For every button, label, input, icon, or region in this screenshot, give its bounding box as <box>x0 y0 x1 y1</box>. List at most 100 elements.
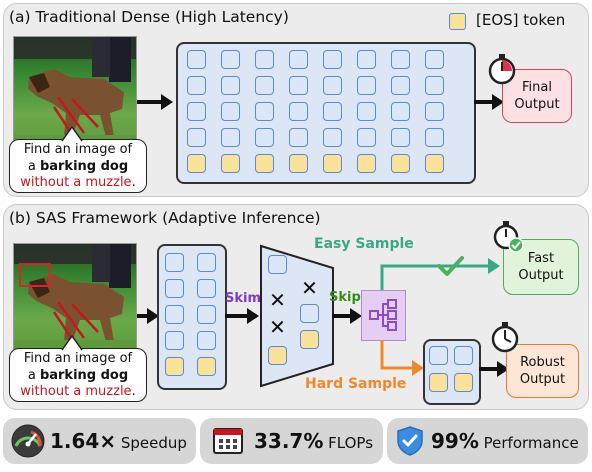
visual-token <box>197 253 216 272</box>
caption-line-1: Find an image of <box>23 142 133 157</box>
eos-token <box>187 154 206 173</box>
performance-value: 99% <box>431 429 479 453</box>
visual-token <box>197 305 216 324</box>
caption-bold-phrase: barking dog <box>39 367 129 383</box>
visual-token <box>289 76 308 95</box>
speedup-label: Speedup <box>116 434 187 452</box>
visual-token <box>425 76 444 95</box>
visual-token <box>197 279 216 298</box>
visual-token <box>255 76 274 95</box>
visual-token <box>454 346 473 365</box>
hard-path-arrow <box>380 340 424 376</box>
caption-period: . <box>131 384 136 399</box>
caption-bold-phrase: barking dog <box>39 158 129 174</box>
visual-token <box>187 50 206 69</box>
arrow-icon <box>137 308 159 324</box>
chip-icon <box>213 428 243 454</box>
visual-token <box>357 76 376 95</box>
visual-token <box>323 50 342 69</box>
visual-token <box>357 128 376 147</box>
hard-sample-label: Hard Sample <box>305 376 407 392</box>
speedup-stat: 1.64× Speedup <box>3 418 196 464</box>
caption-line-2-prefix: a <box>27 158 40 174</box>
eos-token <box>255 154 274 173</box>
stopwatch-icon <box>491 322 519 353</box>
caption-line-1: Find an image of <box>23 351 133 366</box>
visual-token <box>323 102 342 121</box>
caption-line-3: without a muzzle. <box>10 384 146 401</box>
final-output-label-1: Final <box>522 80 552 95</box>
pruned-token-x-icon: ✕ <box>301 276 318 300</box>
eos-token <box>268 346 287 365</box>
eos-token <box>197 357 216 376</box>
visual-token <box>197 331 216 350</box>
pruned-token-x-icon: ✕ <box>269 288 286 312</box>
eos-token <box>454 373 473 392</box>
speedometer-icon <box>11 424 45 458</box>
dog-photo <box>13 36 137 148</box>
skip-label: Skip <box>329 290 361 305</box>
visual-token <box>425 102 444 121</box>
arrow-icon <box>479 361 509 377</box>
visual-token <box>429 346 448 365</box>
pruned-token-x-icon: ✕ <box>269 315 286 339</box>
visual-token <box>187 76 206 95</box>
caption-tail <box>61 335 83 351</box>
caption-line-2: a barking dog <box>10 368 146 385</box>
fast-output-label-1: Fast <box>527 251 555 266</box>
query-caption: Find an image of a barking dog without a… <box>9 348 147 402</box>
performance-label: Performance <box>478 434 579 452</box>
visual-token <box>357 102 376 121</box>
flops-value: 33.7% <box>254 429 324 453</box>
router-icon <box>369 299 397 331</box>
eos-token <box>425 154 444 173</box>
visual-token <box>289 128 308 147</box>
visual-token <box>255 128 274 147</box>
visual-token <box>221 102 240 121</box>
visual-token <box>221 50 240 69</box>
fast-output-label-2: Output <box>518 268 564 283</box>
eos-token <box>289 154 308 173</box>
visual-token <box>391 50 410 69</box>
visual-token <box>300 304 319 323</box>
visual-token <box>425 128 444 147</box>
stopwatch-icon <box>493 221 524 253</box>
visual-token <box>391 102 410 121</box>
visual-token <box>165 331 184 350</box>
eos-token <box>391 154 410 173</box>
arrow-icon <box>225 308 259 324</box>
robust-output-label-2: Output <box>519 372 566 387</box>
visual-token <box>323 128 342 147</box>
arrow-icon <box>474 94 504 110</box>
visual-token <box>391 76 410 95</box>
visual-token <box>165 305 184 324</box>
eos-token <box>357 154 376 173</box>
visual-token <box>255 50 274 69</box>
speedup-value: 1.64× <box>50 429 117 453</box>
arrow-icon <box>332 308 362 324</box>
caption-line-2: a barking dog <box>10 159 146 176</box>
eos-token <box>221 154 240 173</box>
caption-tail <box>61 126 83 142</box>
easy-sample-label: Easy Sample <box>314 236 414 252</box>
skim-label: Skim <box>225 291 262 306</box>
flops-stat: 33.7% FLOPs <box>200 418 383 464</box>
caption-period: . <box>131 175 136 190</box>
flops-label: FLOPs <box>323 434 374 452</box>
visual-token <box>425 50 444 69</box>
panel-a-title: (a) Traditional Dense (High Latency) <box>9 8 289 26</box>
flops-text: 33.7% FLOPs <box>254 429 373 453</box>
shield-check-icon <box>397 426 423 456</box>
panel-b-title: (b) SAS Framework (Adaptive Inference) <box>9 209 321 227</box>
visual-token <box>165 279 184 298</box>
eos-token <box>429 373 448 392</box>
visual-token <box>289 102 308 121</box>
visual-token <box>187 128 206 147</box>
arrow-icon <box>137 94 173 110</box>
robust-output-label-1: Robust <box>520 355 565 370</box>
check-icon <box>437 256 464 276</box>
final-output-label-2: Output <box>514 97 560 112</box>
caption-red-phrase: without a muzzle <box>20 384 132 399</box>
